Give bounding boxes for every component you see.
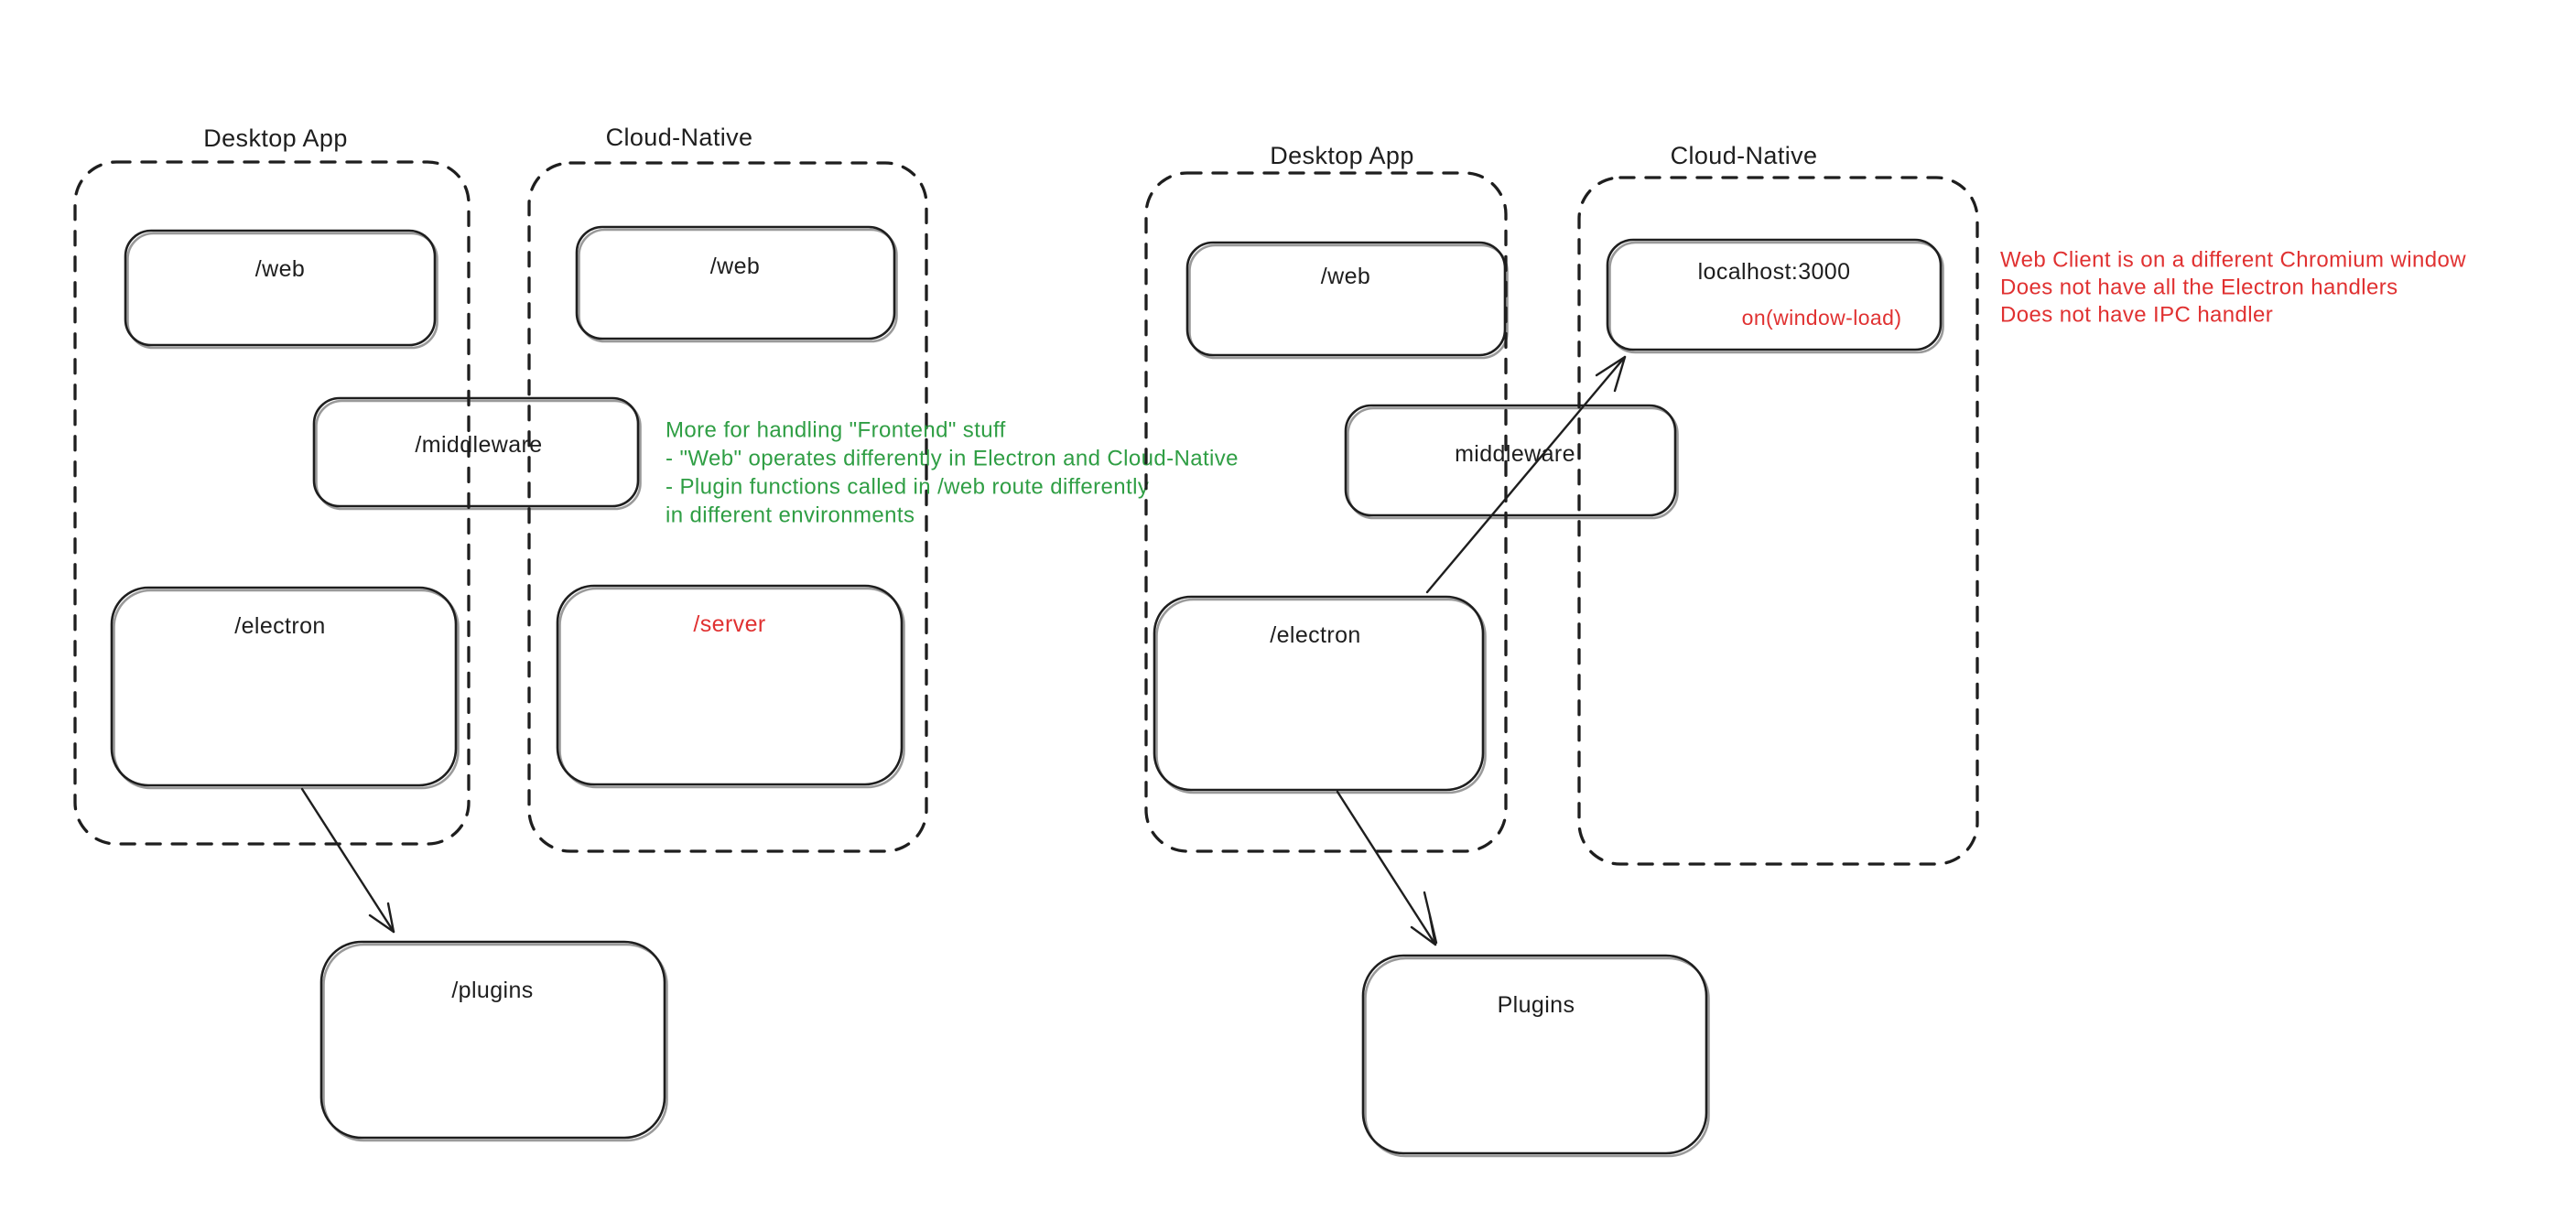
- green-note-line-1: More for handling "Frontend" stuff: [666, 418, 1006, 443]
- arrowhead: [1410, 914, 1437, 946]
- left-server-label: /server: [693, 611, 765, 637]
- right-red-note: Web Client is on a different Chromium wi…: [2000, 248, 2466, 328]
- right-web-label: /web: [1321, 264, 1370, 289]
- left-web-desktop-label: /web: [255, 256, 305, 282]
- left-middleware-box: [312, 396, 640, 508]
- sketch-stroke: [1155, 598, 1487, 794]
- left-cloud-native-label: Cloud-Native: [606, 124, 753, 151]
- sketch-stroke: [113, 589, 460, 790]
- right-cloud-native-label: Cloud-Native: [1671, 142, 1818, 169]
- right-localhost-label: localhost:3000: [1698, 259, 1851, 285]
- arrow-shaft: [1336, 790, 1437, 946]
- right-diagram: Desktop App Cloud-Native /web localhost:…: [1144, 142, 2466, 1158]
- right-desktop-app-label: Desktop App: [1270, 142, 1414, 169]
- right-middleware-box: [1344, 404, 1677, 517]
- sketch-stroke: [578, 228, 898, 343]
- right-window-load-label: on(window-load): [1742, 306, 1902, 330]
- right-electron-box: [1153, 595, 1485, 792]
- arrow-shaft: [300, 787, 395, 934]
- sketch-stroke: [1188, 243, 1509, 360]
- left-electron-box: [110, 586, 458, 787]
- left-plugins-box: [319, 940, 666, 1140]
- left-electron-label: /electron: [234, 613, 326, 639]
- right-plugins-box: [1361, 954, 1708, 1155]
- right-cloud-native-container: [1577, 176, 1979, 866]
- right-electron-label: /electron: [1270, 622, 1361, 648]
- sketch-stroke: [1347, 406, 1679, 520]
- right-middleware-label: middleware: [1455, 441, 1575, 467]
- right-localhost-box: [1606, 238, 1943, 351]
- right-web-box: [1185, 241, 1507, 357]
- arrow-left-electron-to-plugins: [300, 787, 395, 934]
- left-green-note: More for handling "Frontend" stuff - "We…: [666, 418, 1239, 528]
- right-plugins-label: Plugins: [1498, 992, 1575, 1018]
- arrow-right-electron-to-plugins: [1336, 790, 1438, 946]
- sketch-stroke: [126, 232, 438, 350]
- red-note-line-3: Does not have IPC handler: [2000, 303, 2273, 328]
- green-note-line-4: in different environments: [666, 503, 915, 528]
- arrow-right-electron-to-localhost: [1425, 355, 1627, 594]
- arrow-shaft: [1425, 355, 1627, 594]
- left-server-box: [556, 584, 904, 786]
- arrowhead: [1595, 355, 1627, 393]
- left-cloud-native-container: [527, 161, 928, 853]
- arrowhead: [368, 902, 395, 934]
- sketch-stroke: [558, 587, 905, 789]
- left-plugins-label: /plugins: [451, 978, 533, 1003]
- green-note-line-3: - Plugin functions called in /web route …: [666, 475, 1149, 500]
- left-desktop-app-container: [73, 160, 471, 846]
- left-web-cloud-label: /web: [710, 254, 760, 279]
- left-desktop-app-label: Desktop App: [203, 124, 348, 152]
- sketch-stroke: [315, 399, 642, 511]
- left-web-desktop-box: [124, 229, 437, 347]
- green-note-line-2: - "Web" operates differently in Electron…: [666, 447, 1239, 471]
- sketch-stroke: [1364, 956, 1710, 1158]
- sketch-stroke: [322, 943, 668, 1142]
- left-diagram: Desktop App Cloud-Native /web /web /midd…: [73, 124, 1239, 1142]
- red-note-line-1: Web Client is on a different Chromium wi…: [2000, 248, 2466, 273]
- left-middleware-label: /middleware: [415, 432, 542, 458]
- left-web-cloud-box: [575, 225, 896, 340]
- right-desktop-app-container: [1144, 171, 1508, 853]
- sketch-stroke: [1608, 241, 1944, 354]
- red-note-line-2: Does not have all the Electron handlers: [2000, 276, 2398, 300]
